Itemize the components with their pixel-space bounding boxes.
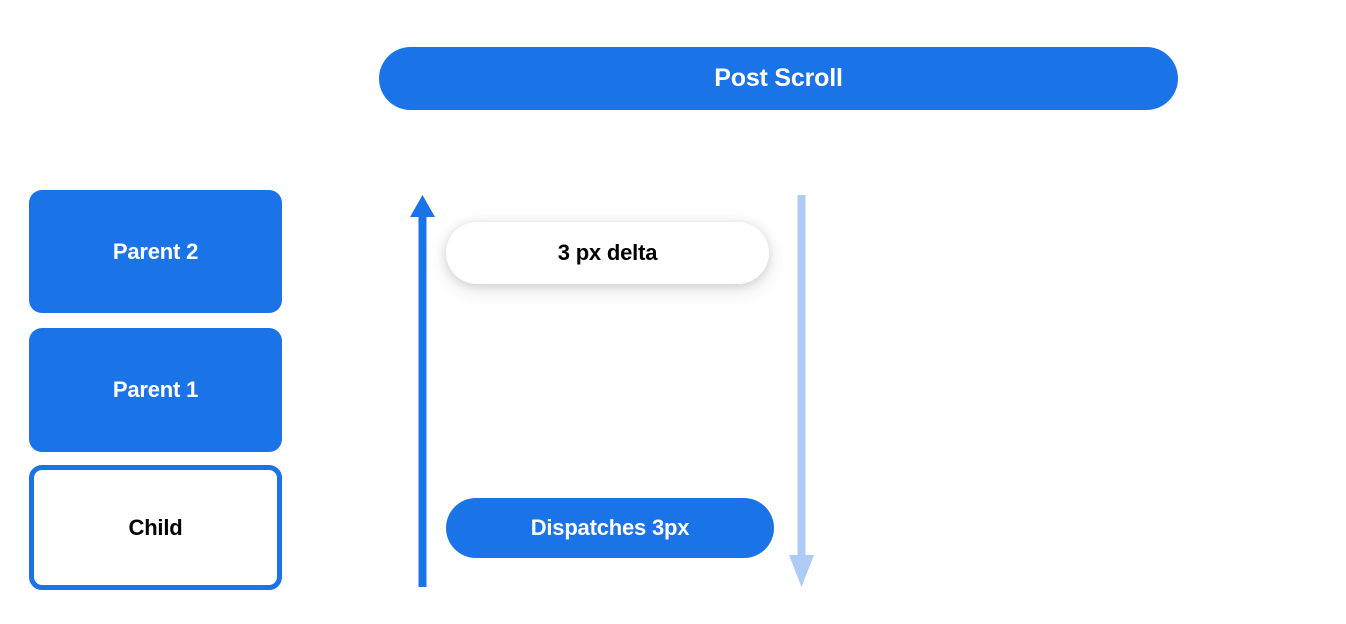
dispatch-pill: Dispatches 3px — [446, 498, 774, 558]
delta-pill: 3 px delta — [446, 222, 769, 284]
post-scroll-header-label: Post Scroll — [714, 64, 843, 92]
post-scroll-header: Post Scroll — [379, 47, 1178, 110]
stack-box-parent-2: Parent 2 — [29, 190, 282, 313]
stack-box-child-label: Child — [128, 514, 183, 540]
stack-box-child: Child — [29, 465, 282, 590]
stack-box-parent-1: Parent 1 — [29, 328, 282, 452]
stack-box-parent-1-label: Parent 1 — [112, 377, 199, 402]
arrow-up-icon — [410, 195, 435, 587]
delta-pill-label: 3 px delta — [557, 240, 658, 265]
stack-box-parent-2-label: Parent 2 — [112, 238, 199, 264]
dispatch-pill-label: Dispatches 3px — [530, 515, 690, 540]
arrow-down-icon — [789, 195, 814, 587]
